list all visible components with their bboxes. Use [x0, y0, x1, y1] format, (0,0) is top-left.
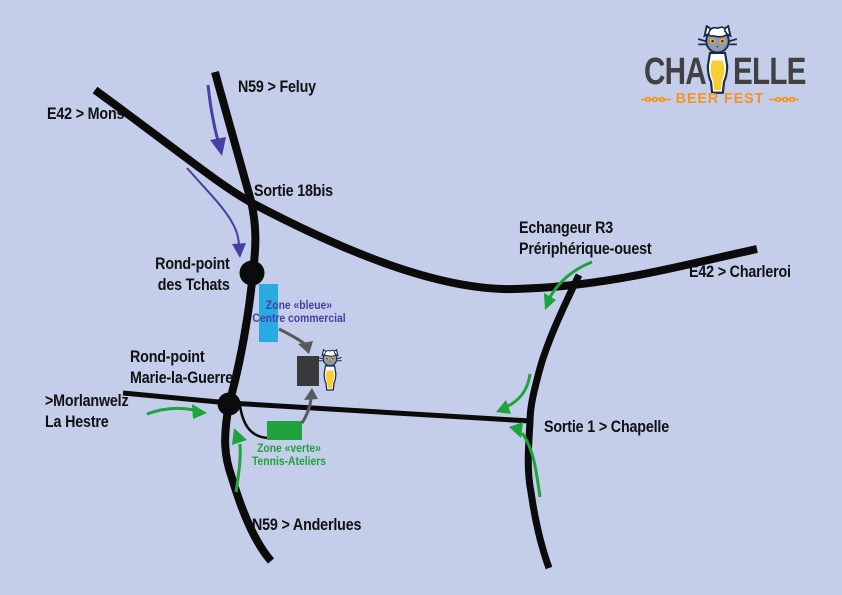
label-rond-point-mlg-line2: Marie-la-Guerre — [130, 368, 234, 387]
route-arrowhead-sortie1-lower — [509, 422, 523, 438]
label-n59-anderlues: N59 > Anderlues — [252, 515, 362, 534]
label-rond-point-mlg-line1: Rond-point — [130, 347, 205, 366]
roads — [92, 70, 758, 570]
label-echangeur-r3-line1: Echangeur R3 — [519, 218, 614, 237]
label-rond-point-tchats: Rond-point des Tchats — [155, 253, 231, 295]
route-arrow-morlanwelz — [146, 406, 195, 416]
route-arrow-feluy-1 — [206, 84, 220, 142]
venue-catbeer-icon — [317, 349, 343, 391]
venue-building-rect — [297, 356, 319, 386]
label-rond-point-tchats-line2: des Tchats — [158, 275, 230, 294]
label-sortie-18bis: Sortie 18bis — [254, 181, 333, 200]
route-arrow-echangeur — [548, 260, 593, 298]
label-zone-green-line1: Zone «verte» — [257, 443, 321, 455]
label-morlanwelz: >Morlanwelz La Hestre — [45, 390, 129, 432]
label-echangeur-r3-line2: Prériphérique-ouest — [519, 239, 652, 258]
label-e42-charleroi: E42 > Charleroi — [689, 262, 791, 281]
routes-to-venue — [278, 327, 318, 424]
route-arrow-sortie1-upper — [507, 373, 532, 408]
roundabout-tchats-dot — [239, 260, 265, 286]
label-rond-point-tchats-line1: Rond-point — [155, 254, 231, 273]
route-arrowhead-anderlues — [232, 428, 247, 445]
routes-green — [146, 260, 593, 498]
route-arrowhead-feluy-2 — [232, 243, 246, 258]
logo-subtitle: BEER FEST — [675, 90, 765, 107]
wheat-right-icon — [769, 96, 799, 103]
zone-blue-rect — [259, 284, 278, 342]
label-zone-green-line2: Tennis-Ateliers — [251, 456, 326, 468]
route-arrowhead-echangeur — [544, 293, 556, 310]
label-zone-blue-line2: Centre commercial — [252, 313, 346, 325]
route-arrowhead-morlanwelz — [192, 404, 207, 419]
label-sortie-1: Sortie 1 > Chapelle — [544, 417, 669, 436]
label-e42-mons: E42 > Mons — [47, 104, 125, 123]
route-arrow-sortie1-lower — [520, 432, 542, 498]
route-from-feluy — [186, 84, 246, 258]
label-zone-blue: Zone «bleue» Centre commercial — [243, 300, 355, 326]
label-morlanwelz-line1: >Morlanwelz — [45, 391, 129, 410]
e42-road — [92, 86, 758, 294]
label-morlanwelz-line2: La Hestre — [45, 412, 109, 431]
label-zone-blue-line1: Zone «bleue» — [265, 300, 333, 312]
logo-brand-prefix: CHA — [644, 51, 707, 93]
logo: CHA ELLE BEER FEST — [638, 24, 806, 112]
logo-brand-suffix: ELLE — [733, 51, 806, 93]
label-zone-green: Zone «verte» Tennis-Ateliers — [233, 443, 345, 469]
venue-arrowhead-from-blue-zone — [298, 341, 313, 354]
route-arrow-anderlues — [234, 443, 242, 493]
label-echangeur-r3: Echangeur R3 Prériphérique-ouest — [519, 217, 652, 259]
label-n59-feluy: N59 > Feluy — [238, 77, 316, 96]
wheat-left-icon — [641, 96, 671, 103]
zone-green-rect — [267, 421, 302, 440]
zone-access-road — [238, 405, 269, 440]
roundabout-mlg-dot — [217, 392, 241, 416]
n59-road — [211, 70, 275, 564]
venue-arrow-from-green-zone — [300, 398, 313, 424]
morlanwelz-road — [122, 390, 531, 424]
route-arrow-feluy-2 — [186, 167, 240, 248]
route-arrowhead-sortie1-upper — [496, 400, 511, 414]
r3-road — [524, 273, 583, 570]
route-arrowhead-feluy-1 — [210, 137, 226, 156]
label-rond-point-mlg: Rond-point Marie-la-Guerre — [130, 346, 233, 388]
venue-arrowhead-from-green-zone — [304, 388, 318, 400]
